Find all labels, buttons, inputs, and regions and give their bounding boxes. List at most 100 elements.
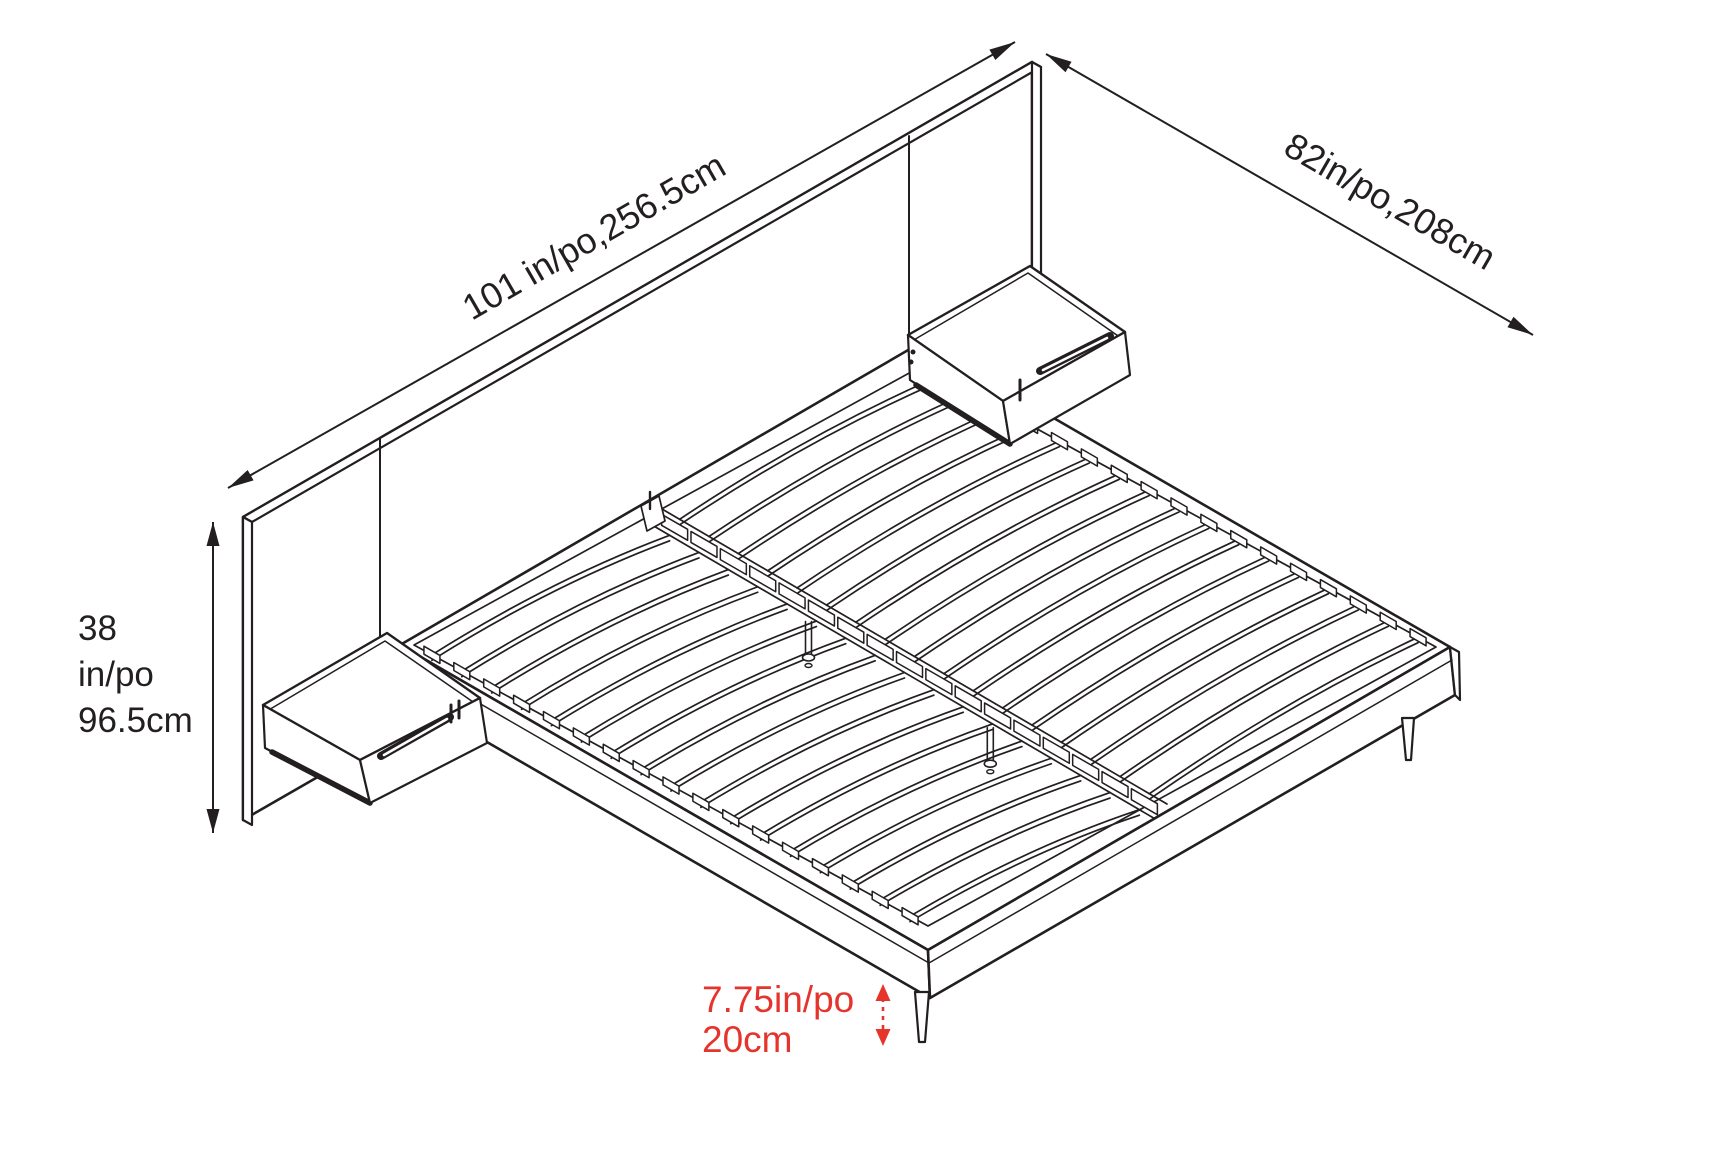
dimension-leg-label: 7.75in/po 20cm [702,979,854,1060]
dimension-arrowheads [206,42,1533,1046]
slat-holder-left-rail [632,759,650,779]
slat-holder-right-rail [1349,595,1368,614]
slat-right [972,543,1240,698]
slat-right [943,521,1210,675]
slat-holder-left-rail [602,743,620,763]
dimension-leg-line2: 20cm [702,1019,792,1060]
slat-right [943,527,1210,681]
bed-foot-rail-accent [928,659,1453,964]
slat-left [460,557,700,678]
slat-left [580,625,818,743]
dimension-width-line [227,41,1016,489]
slat-left [670,671,906,787]
slat-left [759,728,994,841]
slat-holder-right-rail [1259,546,1278,565]
slat-right [825,462,1091,612]
slat-left [520,591,759,711]
bed-frame [398,340,1462,1044]
slat-clamp-center-rail [1130,787,1159,816]
slat-left [849,780,1082,890]
slat-left [640,654,876,771]
slat-holder-right-rail [1140,480,1158,500]
front-leg [913,990,931,1044]
dimension-height-line3: 96.5cm [78,701,193,740]
slat-right [1089,603,1360,761]
slat-holder-left-rail [542,710,561,730]
leg-arrow-top [875,984,891,1001]
slat-left [431,534,671,656]
slat-clamp-center-rail [748,564,777,593]
height-arrow-top [206,522,220,546]
slat-right [1060,592,1330,749]
slat-clamp-center-rail [1013,719,1041,747]
slat-left [490,574,730,694]
slat-left [520,585,759,705]
slat-clamp-center-rail [837,616,865,644]
slat-left [729,705,965,820]
legs [913,716,1416,1044]
slat-clamp-center-rail [895,650,924,679]
slat-left [879,791,1111,901]
slat-left [759,723,994,836]
slat-left [879,797,1111,907]
dimension-leg-line1: 7.75in/po [702,979,854,1020]
nightstand-right-mount-dot2 [908,359,914,365]
slat-holder-right-rail [1319,578,1338,598]
slat-clamp-center-rail [983,702,1012,730]
slat-right [825,456,1091,606]
slat-right [1031,570,1300,726]
slat-holder-left-rail [751,825,770,844]
nightstand-left-bottom-shadow [269,749,373,806]
slat-clamp-center-rail [690,530,718,559]
slat-holder-right-rail [1110,464,1128,484]
slat-clamp-center-rail [954,685,982,713]
slat-holder-left-rail [453,661,471,681]
slat-holder-left-rail [482,678,501,697]
slat-left [550,608,788,727]
slat-right [796,440,1061,589]
slat-holder-right-rail [1230,529,1248,549]
nightstand-left-top-inner [266,640,477,712]
slat-right [708,391,971,538]
slat-holder-left-rail [572,727,591,746]
width-arrow-start [228,469,254,488]
slat-holder-left-rail [871,890,889,910]
nightstand-right-handle-groove-inner [1041,336,1109,372]
slat-left [431,539,671,662]
slat-holder-left-rail [811,857,830,877]
slat-right [766,429,1031,578]
height-arrow-bottom [206,809,220,833]
slat-clamp-center-rail [1042,736,1071,765]
nightstand-left-handle-groove-inner [382,717,449,757]
nightstand-left [261,631,489,806]
nightstand-right-bottom-shadow [913,382,1013,447]
slat-left [610,637,847,754]
slat-right [884,494,1150,646]
slat-right [1119,625,1390,783]
dimension-height-label: 38 in/po 96.5cm [78,609,193,740]
slat-holder-right-rail [1379,611,1397,631]
slat-holder-left-rail [841,874,860,893]
slat-right [1060,587,1330,744]
slat-clamp-center-rail [719,547,748,576]
slat-right [1001,560,1270,715]
slat-left [819,757,1053,869]
slat-holder-left-rail [901,906,919,926]
slat-right [1031,576,1300,732]
slat-right [678,380,941,526]
slat-holder-right-rail [1409,627,1427,647]
slat-clamp-center-rail [778,582,806,610]
slat-holder-left-rail [512,694,531,714]
slat-holder-left-rail [781,841,800,861]
slat-holder-right-rail [1289,562,1308,582]
slat-right [678,374,941,521]
slat-left [640,659,876,776]
slat-left [460,551,700,672]
slat-left [490,568,730,689]
slat-holder-left-rail [722,808,740,828]
slat-right [854,472,1121,624]
slat-holder-right-rail [1080,448,1099,467]
dimension-height-line2: in/po [78,655,154,694]
slat-left [819,762,1053,874]
